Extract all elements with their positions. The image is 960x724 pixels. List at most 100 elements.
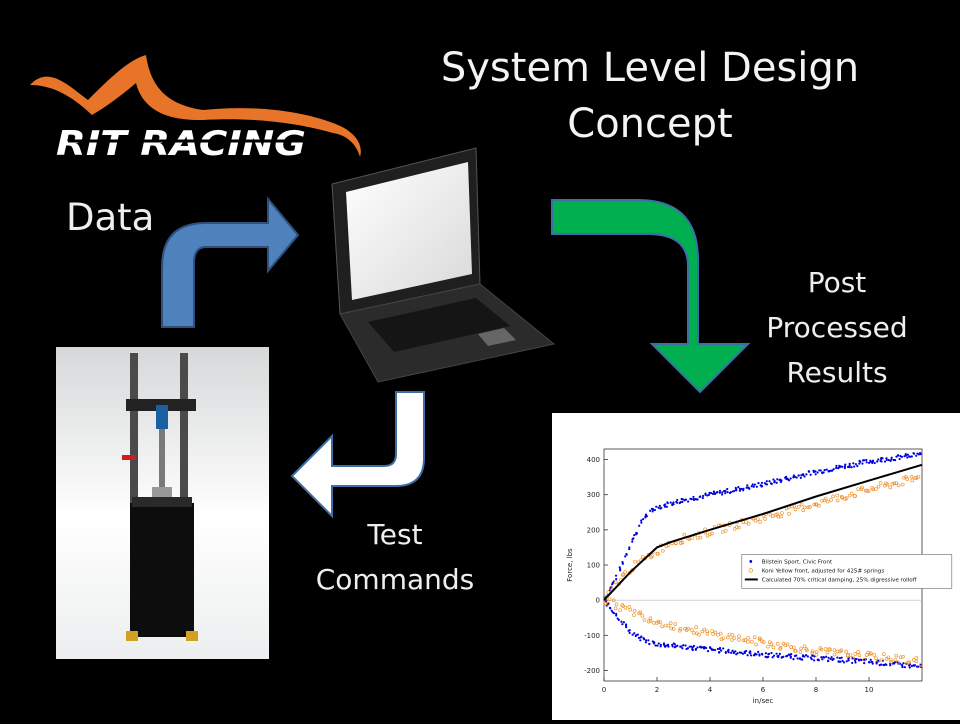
post-processed-results-label: Post Processed Results [752,260,922,395]
koni-point [904,661,909,666]
bilstein-point [699,495,702,498]
bilstein-point [721,491,724,494]
logo-swoosh [30,55,361,157]
legend-marker-koni [748,568,753,573]
bilstein-point [645,515,648,518]
bilstein-point [848,462,851,465]
koni-point [893,658,898,662]
bilstein-point [730,651,733,654]
koni-point [866,489,871,494]
koni-point [677,628,682,633]
bilstein-point [871,459,875,462]
koni-point [720,530,725,534]
bilstein-point [716,647,720,651]
bilstein-point [877,458,880,461]
data-arrow [161,196,300,328]
bilstein-point [628,546,631,549]
koni-point [769,642,774,646]
bilstein-point [696,498,699,501]
koni-point [668,621,673,625]
koni-point [632,613,636,617]
koni-point [673,622,678,626]
koni-point [828,647,832,652]
bilstein-point [673,643,676,646]
koni-point [613,606,618,611]
damper-dyno-photo [56,347,269,659]
bilstein-point [724,492,727,495]
bilstein-point [803,655,806,658]
bilstein-point [642,517,645,521]
koni-point [879,658,884,662]
bilstein-point [727,648,730,651]
koni-point [628,607,633,612]
bilstein-point [631,538,634,541]
series-group [602,474,923,667]
post-label-line-2: Processed [766,311,908,344]
koni-point [844,649,848,654]
bilstein-point [692,495,695,499]
bilstein-point [851,661,854,665]
koni-point [890,482,895,486]
koni-point [756,517,760,521]
bilstein-point [790,653,793,656]
bilstein-point [825,468,828,471]
koni-point [853,494,857,498]
bilstein-point [659,643,662,646]
bilstein-point [684,498,688,501]
slide-title: System Level Design Concept [430,40,870,152]
koni-point [661,548,665,553]
bilstein-point [690,498,693,501]
bilstein-point [694,648,697,651]
bilstein-point [843,465,847,468]
koni-point [660,624,665,629]
bilstein-point [847,659,850,662]
koni-point [656,619,661,624]
bilstein-point [830,656,833,659]
koni-point [823,647,828,651]
koni-point [805,648,809,653]
bilstein-point [638,524,641,527]
bilstein-point [906,456,909,459]
bilstein-point [663,505,667,508]
bilstein-point [718,491,721,494]
test-commands-label: Test Commands [300,512,490,602]
bilstein-point [652,641,656,644]
koni-point [829,498,833,502]
bilstein-point [876,460,879,463]
bilstein-point [903,455,906,458]
koni-point [633,559,637,564]
bilstein-point [827,656,830,659]
bilstein-point [621,562,624,565]
bilstein-point [873,461,876,465]
koni-point [914,656,919,660]
bilstein-point [741,652,745,655]
bilstein-point [865,461,868,464]
bilstein-point [726,491,729,494]
koni-point [694,625,699,629]
koni-point [778,645,783,650]
post-label-line-1: Post [807,266,867,299]
koni-point [708,532,712,537]
koni-point [666,623,671,628]
koni-point [746,635,750,640]
bilstein-point [841,465,844,468]
bilstein-point [690,645,693,648]
series-group [603,463,923,601]
koni-point [737,525,741,530]
bilstein-point [902,662,905,665]
bilstein-point [746,654,749,657]
bilstein-point [669,501,672,504]
bilstein-point [702,494,705,498]
bilstein-point [676,644,679,647]
koni-point [721,636,726,641]
bilstein-point [656,644,659,647]
bilstein-point [809,473,812,476]
koni-point [905,477,910,481]
koni-point [642,618,647,622]
koni-point [754,642,758,647]
koni-point [646,619,651,624]
bilstein-point [861,462,864,465]
bilstein-point [757,482,760,485]
koni-point [835,493,840,498]
bilstein-point [852,462,855,465]
